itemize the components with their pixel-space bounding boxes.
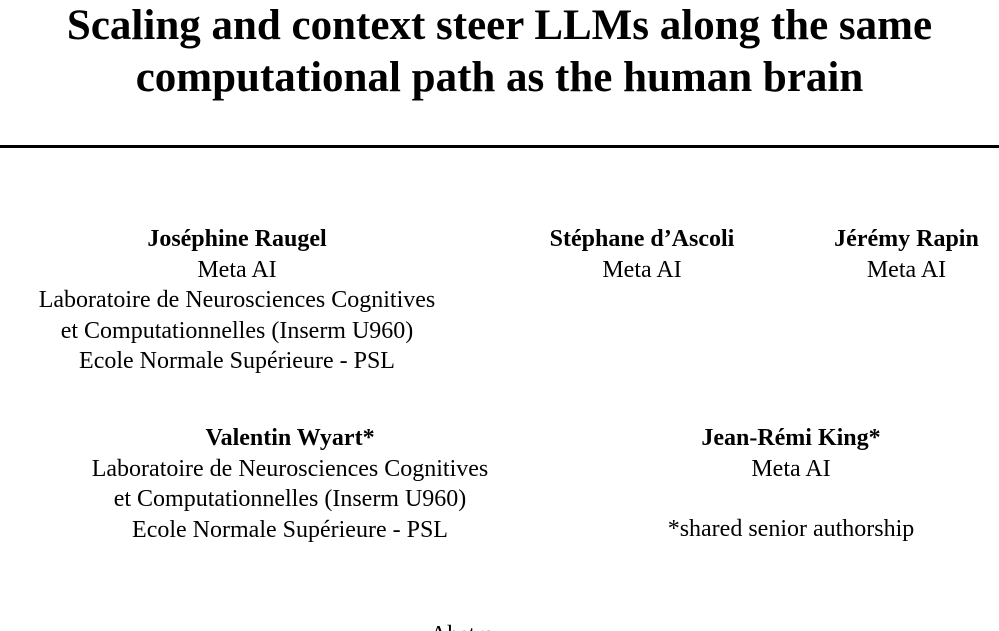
author-name: Valentin Wyart* (205, 425, 375, 451)
author-affiliation: Meta AI (197, 256, 277, 283)
title-divider (0, 145, 999, 148)
paper-title: Scaling and context steer LLMs along the… (0, 0, 999, 104)
author-affiliation: Laboratoire de Neurosciences Cognitives (38, 287, 436, 313)
author-name: Jérémy Rapin (834, 226, 979, 252)
author-affiliation: et Computationnelles (Inserm U960) (60, 317, 414, 344)
paper-title-line-2: computational path as the human brain (135, 54, 864, 101)
paper-title-line-1: Scaling and context steer LLMs along the… (66, 2, 933, 49)
shared-authorship-note: *shared senior authorship (667, 516, 915, 542)
author-affiliation: Laboratoire de Neurosciences Cognitives (91, 455, 489, 482)
author-affiliation: Meta AI (866, 256, 947, 283)
author-block-wyart: Valentin Wyart* Laboratoire de Neuroscie… (50, 423, 530, 545)
author-name: Joséphine Raugel (147, 226, 327, 252)
author-affiliation: Ecole Normale Supérieure - PSL (79, 348, 395, 374)
author-affiliation: Ecole Normale Supérieure - PSL (132, 516, 448, 543)
author-block-dascoli: Stéphane d’Ascoli Meta AI (527, 224, 757, 285)
author-block-rapin: Jérémy Rapin Meta AI (814, 224, 999, 285)
author-affiliation: Meta AI (602, 256, 682, 283)
author-affiliation: et Computationnelles (Inserm U960) (113, 486, 467, 512)
author-name: Jean-Rémi King* (701, 425, 881, 451)
abstract-heading-text: Abstract (430, 622, 490, 631)
author-block-raugel: Joséphine Raugel Meta AI Laboratoire de … (0, 224, 474, 377)
author-name: Stéphane d’Ascoli (549, 226, 735, 252)
abstract-heading-fragment: Abstract (430, 620, 490, 631)
author-affiliation: Meta AI (751, 455, 831, 482)
author-block-king: Jean-Rémi King* Meta AI *shared senior a… (630, 423, 952, 545)
